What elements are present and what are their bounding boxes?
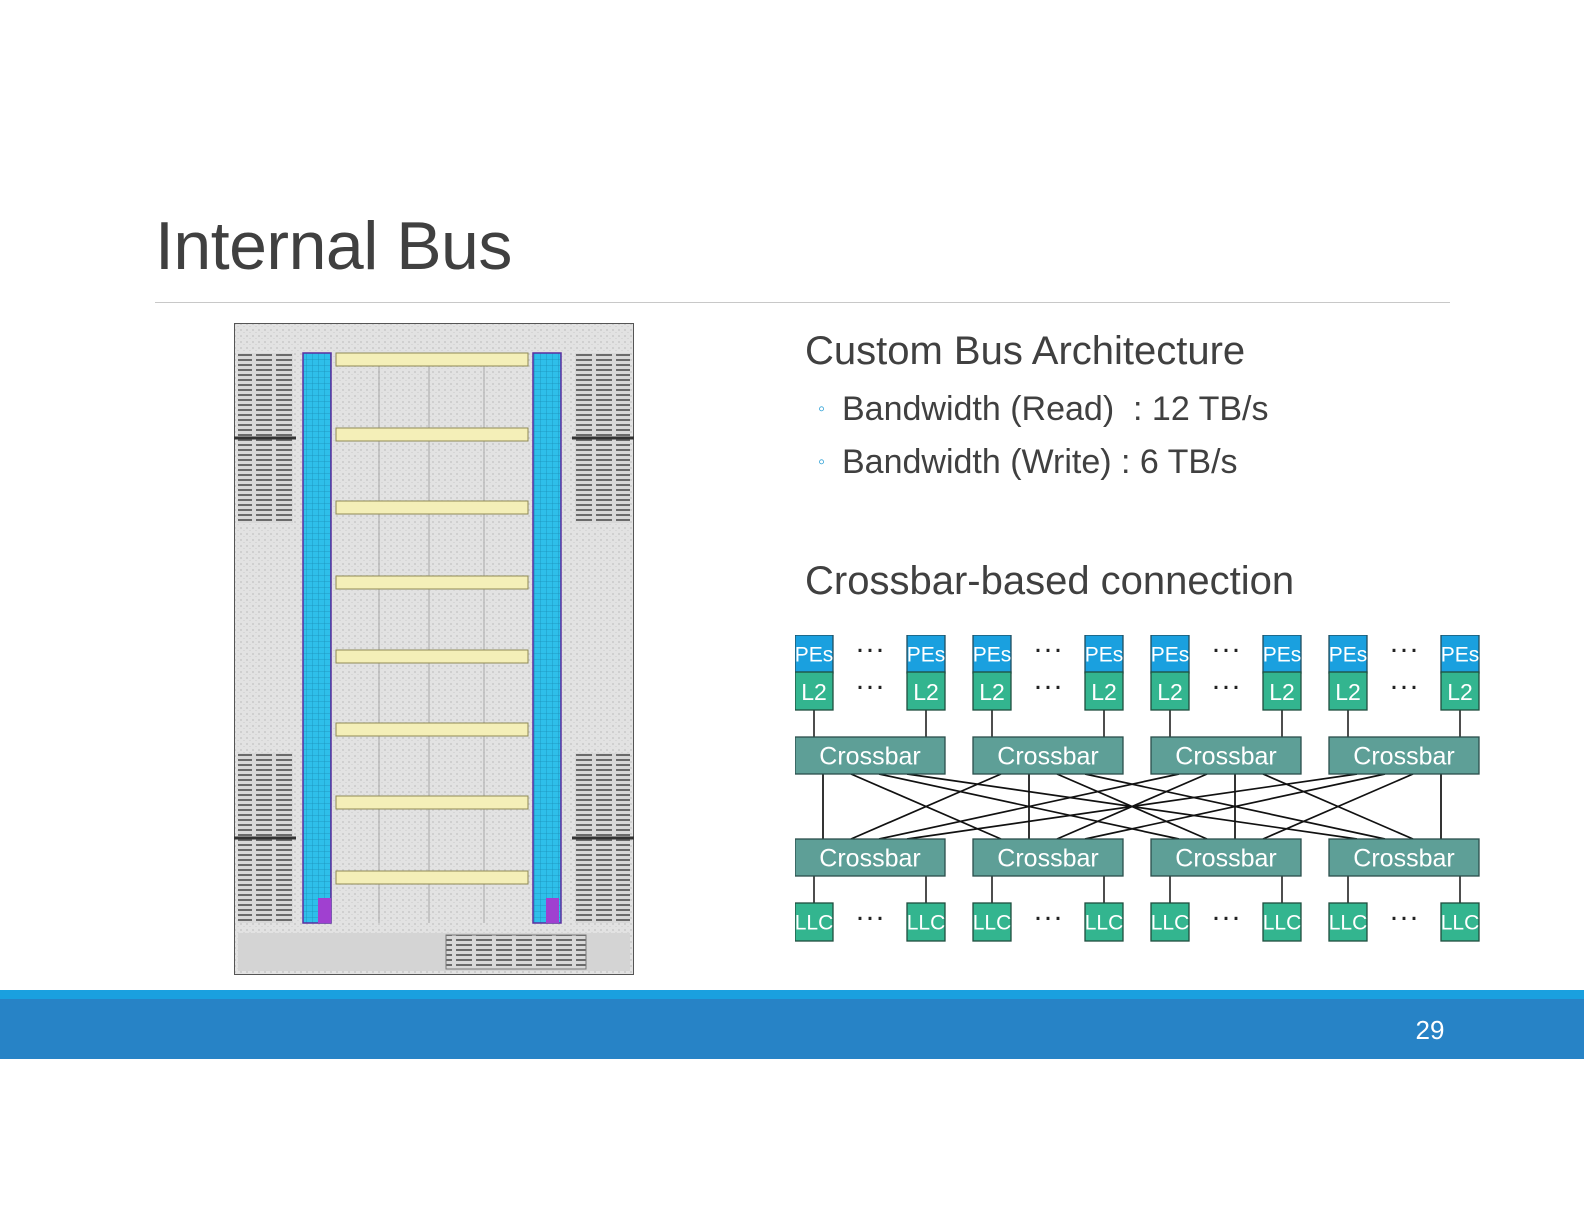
llc-box bbox=[1328, 902, 1368, 942]
crossbar-heading: Crossbar-based connection bbox=[805, 559, 1295, 603]
bandwidth-read-text: Bandwidth (Read) : 12 TB/s bbox=[842, 389, 1269, 428]
l2-label: L2 bbox=[1269, 679, 1295, 705]
l2-box bbox=[1084, 671, 1124, 711]
llc-label: LLC bbox=[1263, 912, 1302, 935]
llc-label: LLC bbox=[973, 912, 1012, 935]
crossbar-bottom-box bbox=[1328, 838, 1480, 877]
footer-accent-bar bbox=[0, 990, 1584, 999]
pe-label: PEs bbox=[907, 644, 946, 667]
l2-box bbox=[906, 671, 946, 711]
crossbar-top-box bbox=[972, 736, 1124, 775]
llc-box bbox=[1084, 902, 1124, 942]
crossbar-bottom-box bbox=[1150, 838, 1302, 877]
pe-ellipsis: ··· bbox=[855, 635, 885, 666]
l2-box bbox=[972, 671, 1012, 711]
bandwidth-list: ◦ Bandwidth (Read) : 12 TB/s ◦ Bandwidth… bbox=[818, 382, 1268, 488]
die-photo bbox=[234, 323, 634, 975]
l2-label: L2 bbox=[1335, 679, 1361, 705]
crossbar-top-label: Crossbar bbox=[1175, 743, 1276, 771]
pe-label: PEs bbox=[1085, 644, 1124, 667]
bandwidth-write-item: ◦ Bandwidth (Write) : 6 TB/s bbox=[818, 435, 1268, 488]
llc-label: LLC bbox=[1329, 912, 1368, 935]
pe-box bbox=[1084, 635, 1124, 674]
llc-ellipsis: ··· bbox=[1211, 901, 1241, 934]
custom-bus-heading: Custom Bus Architecture bbox=[805, 329, 1246, 373]
crossbar-top-box bbox=[1328, 736, 1480, 775]
l2-label: L2 bbox=[1447, 679, 1473, 705]
llc-label: LLC bbox=[1085, 912, 1124, 935]
pe-label: PEs bbox=[1441, 644, 1480, 667]
pe-label: PEs bbox=[795, 644, 833, 667]
crossbar-bottom-label: Crossbar bbox=[997, 845, 1098, 873]
pe-box bbox=[1328, 635, 1368, 674]
llc-label: LLC bbox=[1151, 912, 1190, 935]
l2-box bbox=[1262, 671, 1302, 711]
llc-label: LLC bbox=[907, 912, 946, 935]
crossbar-bottom-label: Crossbar bbox=[819, 845, 920, 873]
crossbar-link-line bbox=[1084, 773, 1386, 840]
crossbar-bottom-box bbox=[795, 838, 946, 877]
crossbar-link-line bbox=[906, 773, 1358, 840]
l2-ellipsis: ··· bbox=[1389, 670, 1419, 703]
l2-box bbox=[1150, 671, 1190, 711]
llc-box bbox=[795, 902, 834, 942]
l2-label: L2 bbox=[1157, 679, 1183, 705]
l2-ellipsis: ··· bbox=[1033, 670, 1063, 703]
footer-bar bbox=[0, 999, 1584, 1059]
llc-ellipsis: ··· bbox=[1033, 901, 1063, 934]
crossbar-link-line bbox=[850, 773, 1002, 840]
pe-ellipsis: ··· bbox=[1211, 635, 1241, 666]
llc-box bbox=[1440, 902, 1480, 942]
bandwidth-write-text: Bandwidth (Write) : 6 TB/s bbox=[842, 442, 1238, 481]
pe-ellipsis: ··· bbox=[1033, 635, 1063, 666]
page-number: 29 bbox=[1415, 1015, 1445, 1045]
pe-label: PEs bbox=[1151, 644, 1190, 667]
crossbar-top-label: Crossbar bbox=[819, 743, 920, 771]
l2-box bbox=[1328, 671, 1368, 711]
l2-box bbox=[795, 671, 834, 711]
pe-label: PEs bbox=[1263, 644, 1302, 667]
llc-label: LLC bbox=[1441, 912, 1480, 935]
crossbar-link-line bbox=[878, 773, 1180, 840]
pe-label: PEs bbox=[1329, 644, 1368, 667]
pe-ellipsis: ··· bbox=[1389, 635, 1419, 666]
llc-box bbox=[1262, 902, 1302, 942]
crossbar-bottom-label: Crossbar bbox=[1353, 845, 1454, 873]
l2-label: L2 bbox=[1091, 679, 1117, 705]
pe-label: PEs bbox=[973, 644, 1012, 667]
slide-title: Internal Bus bbox=[155, 208, 512, 284]
llc-label: LLC bbox=[795, 912, 833, 935]
l2-ellipsis: ··· bbox=[855, 670, 885, 703]
l2-label: L2 bbox=[979, 679, 1005, 705]
crossbar-bottom-label: Crossbar bbox=[1175, 845, 1276, 873]
llc-box bbox=[906, 902, 946, 942]
llc-ellipsis: ··· bbox=[1389, 901, 1419, 934]
bullet-circle-icon: ◦ bbox=[818, 397, 826, 420]
bullet-circle-icon: ◦ bbox=[818, 450, 826, 473]
crossbar-bottom-box bbox=[972, 838, 1124, 877]
l2-ellipsis: ··· bbox=[1211, 670, 1241, 703]
llc-box bbox=[972, 902, 1012, 942]
bandwidth-read-item: ◦ Bandwidth (Read) : 12 TB/s bbox=[818, 382, 1268, 435]
l2-box bbox=[1440, 671, 1480, 711]
crossbar-top-label: Crossbar bbox=[997, 743, 1098, 771]
llc-box bbox=[1150, 902, 1190, 942]
crossbar-link-line bbox=[1262, 773, 1414, 840]
llc-ellipsis: ··· bbox=[855, 901, 885, 934]
l2-label: L2 bbox=[913, 679, 939, 705]
title-divider bbox=[155, 302, 1450, 303]
crossbar-top-box bbox=[795, 736, 946, 775]
crossbar-top-box bbox=[1150, 736, 1302, 775]
l2-label: L2 bbox=[801, 679, 827, 705]
crossbar-top-label: Crossbar bbox=[1353, 743, 1454, 771]
